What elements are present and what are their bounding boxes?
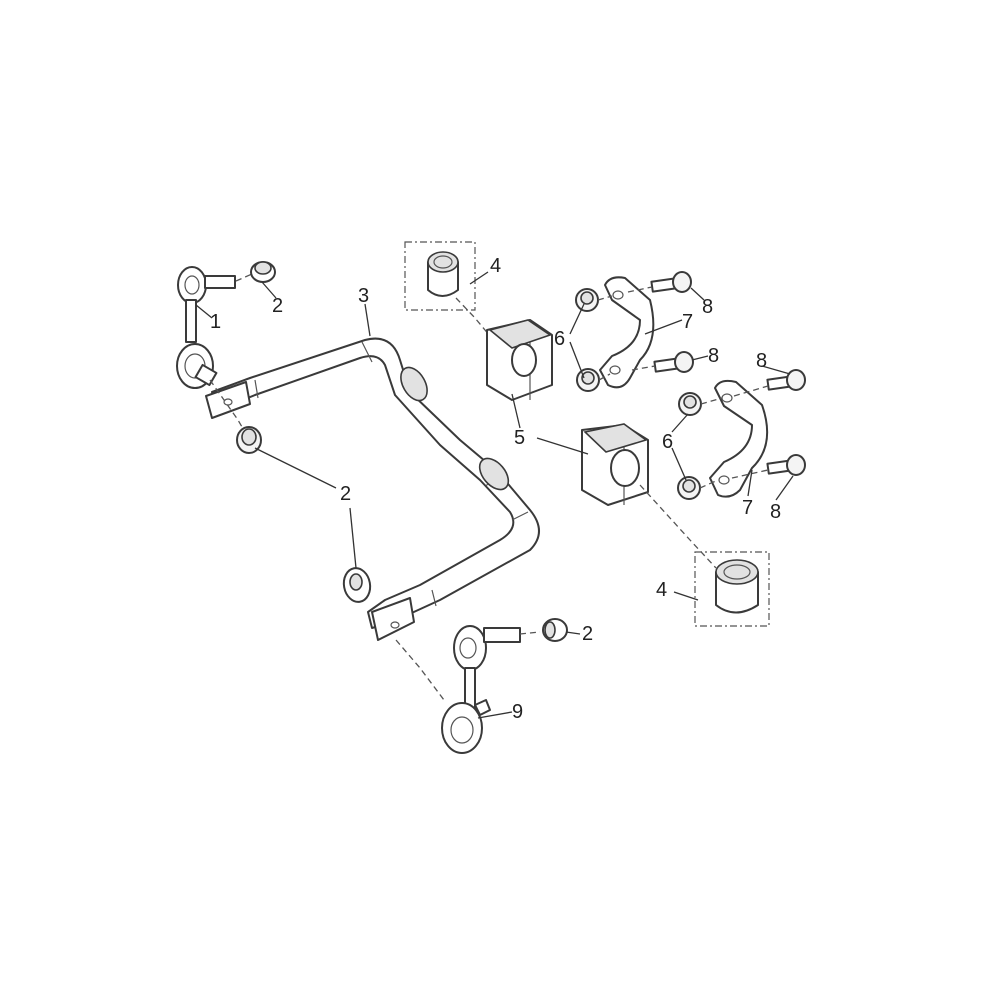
dash-bolt-lower-a xyxy=(733,385,769,397)
callout-stabilizer-bar: 3 xyxy=(358,285,369,307)
bushing-insert-top xyxy=(404,241,476,311)
washer-bottom xyxy=(342,567,372,603)
bolt-upper-b xyxy=(653,351,694,373)
callout-nut-bracket-upper: 6 xyxy=(554,328,565,350)
dash-bolt-lower-b xyxy=(731,469,769,479)
link-right xyxy=(441,625,521,754)
link-left xyxy=(176,266,236,389)
dash-insert-bottom xyxy=(639,484,717,569)
bushing-upper xyxy=(486,319,553,401)
dash-nut-upper-b xyxy=(598,373,611,381)
nut-bracket-upper-b xyxy=(576,368,600,392)
dash-nut-upper-a xyxy=(597,295,613,301)
nut-bracket-lower-a xyxy=(678,392,702,416)
callout-bracket-upper: 7 xyxy=(682,311,693,333)
stabilizer-bar xyxy=(205,337,540,641)
nut-link-bottom xyxy=(542,618,568,642)
callout-nut-link-bottom: 2 xyxy=(582,623,593,645)
callout-bolt-upper-b: 8 xyxy=(708,345,719,367)
dash-nut-lower-a xyxy=(700,397,723,405)
nut-link-top xyxy=(250,261,276,283)
leader-lines xyxy=(195,271,794,719)
dash-bolt-upper-b xyxy=(631,365,656,371)
dash-link-left-top xyxy=(235,273,253,282)
nut-bracket-upper-a xyxy=(575,288,599,312)
bracket-lower xyxy=(709,379,769,498)
dash-bar-to-link-right xyxy=(395,639,445,701)
bolt-lower-b xyxy=(766,454,806,476)
bushing-lower xyxy=(581,423,649,506)
bushing-insert-bottom xyxy=(694,551,770,627)
dash-bolt-upper-a xyxy=(627,286,653,293)
callout-nut-center: 2 xyxy=(340,483,351,505)
callout-bushing: 5 xyxy=(514,427,525,449)
callout-bracket-lower: 7 xyxy=(742,497,753,519)
bolt-lower-a xyxy=(766,369,806,391)
bracket-upper xyxy=(599,276,655,389)
callout-nut-link-top: 2 xyxy=(272,295,283,317)
callout-bushing-insert-top: 4 xyxy=(490,255,501,277)
callout-link-left: 1 xyxy=(210,311,221,333)
nut-bracket-lower-b xyxy=(677,476,701,500)
callout-nut-bracket-lower: 6 xyxy=(662,431,673,453)
callout-link-right: 9 xyxy=(512,701,523,723)
nut-center xyxy=(236,426,262,454)
dash-link-right-nut xyxy=(519,631,541,635)
bolt-upper-a xyxy=(650,271,692,293)
callout-bolt-upper-a: 8 xyxy=(702,296,713,318)
callout-bushing-insert-bottom: 4 xyxy=(656,579,667,601)
callout-bolt-lower-a: 8 xyxy=(756,350,767,372)
dash-nut-lower-b xyxy=(699,479,719,489)
callout-bolt-lower-b: 8 xyxy=(770,501,781,523)
